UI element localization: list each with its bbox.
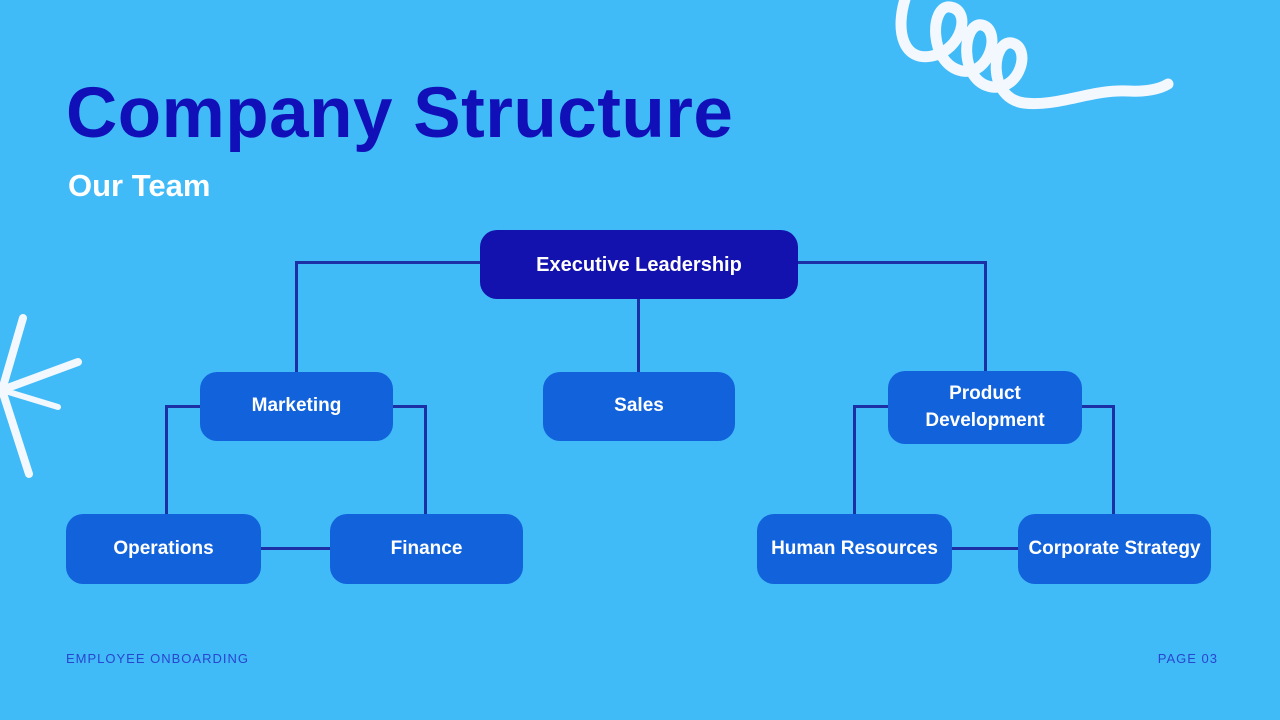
connector-marketing-operations-v xyxy=(165,405,168,515)
connector-exec-proddev-h xyxy=(798,261,987,264)
org-node-marketing: Marketing xyxy=(200,372,393,441)
org-node-corporate-strategy: Corporate Strategy xyxy=(1018,514,1211,584)
connector-exec-marketing-v xyxy=(295,261,298,373)
connector-marketing-finance-h xyxy=(393,405,427,408)
page-subtitle: Our Team xyxy=(68,168,211,203)
footer-page-number: PAGE 03 xyxy=(1157,651,1218,666)
org-node-sales: Sales xyxy=(543,372,735,441)
org-node-executive-leadership: Executive Leadership xyxy=(480,230,798,299)
org-node-human-resources: Human Resources xyxy=(757,514,952,584)
org-node-finance: Finance xyxy=(330,514,523,584)
connector-proddev-corpstrat-v xyxy=(1112,405,1115,515)
squiggle-icon xyxy=(895,0,1174,110)
page-title: Company Structure xyxy=(66,74,734,153)
org-node-operations: Operations xyxy=(66,514,261,584)
connector-exec-marketing-h xyxy=(295,261,480,264)
connector-operations-finance-h xyxy=(261,547,330,550)
connector-marketing-operations-h xyxy=(165,405,201,408)
starburst-icon xyxy=(0,314,82,478)
connector-hr-corpstrat-h xyxy=(952,547,1018,550)
connector-exec-proddev-v xyxy=(984,261,987,372)
connector-marketing-finance-v xyxy=(424,405,427,515)
org-node-product-development: Product Development xyxy=(888,371,1082,444)
connector-exec-sales-v xyxy=(637,299,640,373)
connector-proddev-hr-v xyxy=(853,405,856,515)
footer-project-label: EMPLOYEE ONBOARDING xyxy=(66,651,249,666)
connector-proddev-hr-h xyxy=(853,405,889,408)
connector-proddev-corpstrat-h xyxy=(1082,405,1115,408)
